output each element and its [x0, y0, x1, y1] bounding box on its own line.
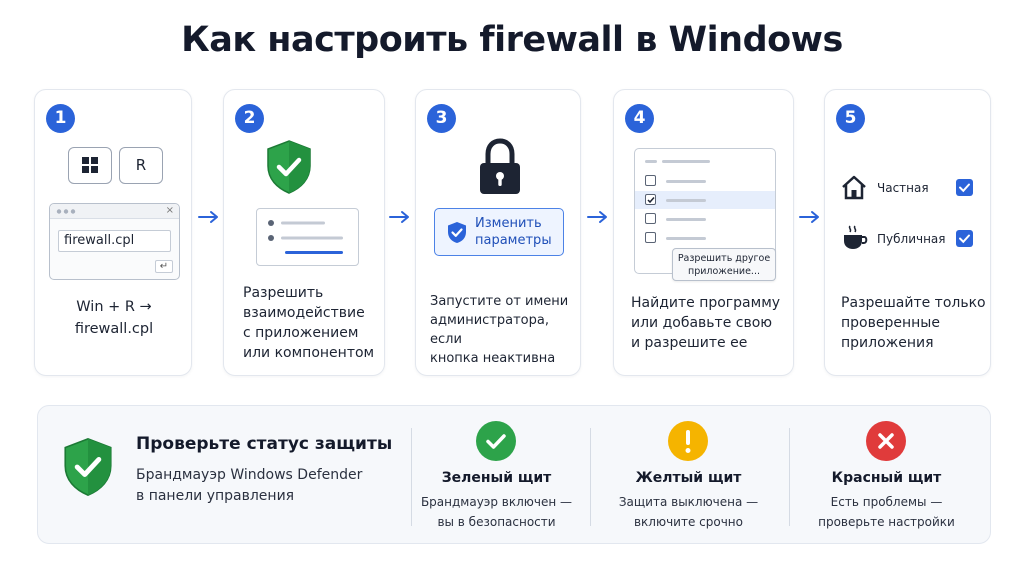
arrow-right-icon — [799, 211, 819, 223]
status-panel: Проверьте статус защиты Брандмауэр Windo… — [37, 405, 991, 544]
step-text: Разрешить взаимодействие с приложением и… — [243, 285, 375, 361]
state-title: Зеленый щит — [441, 470, 552, 486]
state-description: Защита выключена — включите срочно — [618, 495, 759, 529]
step-card-2: 2 Разрешить взаимодействие с приложением… — [223, 89, 385, 376]
run-dialog: × firewall.cpl ↵ — [49, 203, 180, 280]
arrow-right-icon — [389, 211, 409, 223]
step-text: Найдите программу или добавьте свою и ра… — [631, 295, 781, 351]
step-text: Win + R → firewall.cpl — [74, 299, 154, 337]
change-settings-label: Изменить параметры — [475, 216, 552, 248]
change-settings-button[interactable]: Изменить параметры — [434, 208, 564, 256]
windows-logo-icon — [82, 157, 98, 173]
step-card-3: 3 Изменить параметры Запустите от имени … — [415, 89, 581, 376]
run-input[interactable]: firewall.cpl — [58, 230, 171, 252]
step-number-badge: 4 — [625, 104, 654, 133]
status-title: Проверьте статус защиты — [136, 434, 393, 454]
shield-check-icon — [64, 437, 112, 497]
lock-icon — [480, 138, 520, 194]
page-title: Как настроить firewall в Windows — [181, 20, 843, 60]
step-card-1: 1 R × firewall.cpl ↵ Win + R → firewall.… — [34, 89, 192, 376]
checkbox[interactable] — [645, 232, 656, 243]
status-subtitle: Брандмауэр Windows Defender в панели упр… — [136, 467, 363, 504]
list-item[interactable] — [635, 172, 775, 190]
cafe-icon — [844, 225, 868, 249]
status-green: Зеленый щит Брандмауэр включен — вы в бе… — [409, 406, 584, 545]
window-dots-icon — [56, 209, 76, 214]
status-red: Красный щит Есть проблемы — проверьте на… — [799, 406, 974, 545]
allow-other-app-button[interactable]: Разрешить другое приложение... — [672, 248, 776, 281]
state-title: Желтый щит — [635, 470, 742, 486]
arrow-right-icon — [198, 211, 218, 223]
checkbox[interactable] — [645, 175, 656, 186]
settings-panel — [256, 208, 359, 266]
enter-icon[interactable]: ↵ — [155, 260, 173, 273]
state-description: Есть проблемы — проверьте настройки — [818, 495, 955, 529]
state-title: Красный щит — [831, 470, 942, 486]
list-item[interactable] — [635, 210, 775, 228]
list-item-selected[interactable] — [635, 191, 775, 209]
step-card-5: 5 Частная Публичная Разрешайте только пр… — [824, 89, 991, 376]
home-icon — [842, 175, 866, 200]
check-icon — [476, 421, 516, 461]
step-number-badge: 1 — [46, 104, 75, 133]
step-card-4: 4 Разрешить другое приложение... Найдите… — [613, 89, 794, 376]
divider — [590, 428, 591, 526]
step-number-badge: 3 — [427, 104, 456, 133]
shield-icon — [448, 222, 466, 243]
list-header — [635, 153, 775, 171]
close-icon[interactable]: × — [165, 205, 174, 216]
private-network-checkbox[interactable] — [956, 179, 973, 196]
private-network-label: Частная — [877, 181, 929, 195]
r-key: R — [119, 147, 163, 184]
windows-key — [68, 147, 112, 184]
run-dialog-titlebar: × — [50, 204, 179, 219]
cross-icon — [866, 421, 906, 461]
step-text: Запустите от имени администратора, если … — [430, 294, 569, 366]
step-number-badge: 5 — [836, 104, 865, 133]
shield-check-icon — [267, 140, 311, 194]
exclamation-icon — [668, 421, 708, 461]
divider — [789, 428, 790, 526]
list-item[interactable] — [635, 229, 775, 247]
step-text: Разрешайте только проверенные приложения — [841, 295, 986, 351]
checkbox-checked[interactable] — [645, 194, 656, 205]
step-number-badge: 2 — [235, 104, 264, 133]
state-description: Брандмауэр включен — вы в безопасности — [420, 495, 573, 529]
public-network-checkbox[interactable] — [956, 230, 973, 247]
arrow-right-icon — [587, 211, 607, 223]
divider — [411, 428, 412, 526]
settings-lines-icon — [268, 220, 343, 254]
status-yellow: Желтый щит Защита выключена — включите с… — [601, 406, 776, 545]
checkbox[interactable] — [645, 213, 656, 224]
public-network-label: Публичная — [877, 232, 946, 246]
